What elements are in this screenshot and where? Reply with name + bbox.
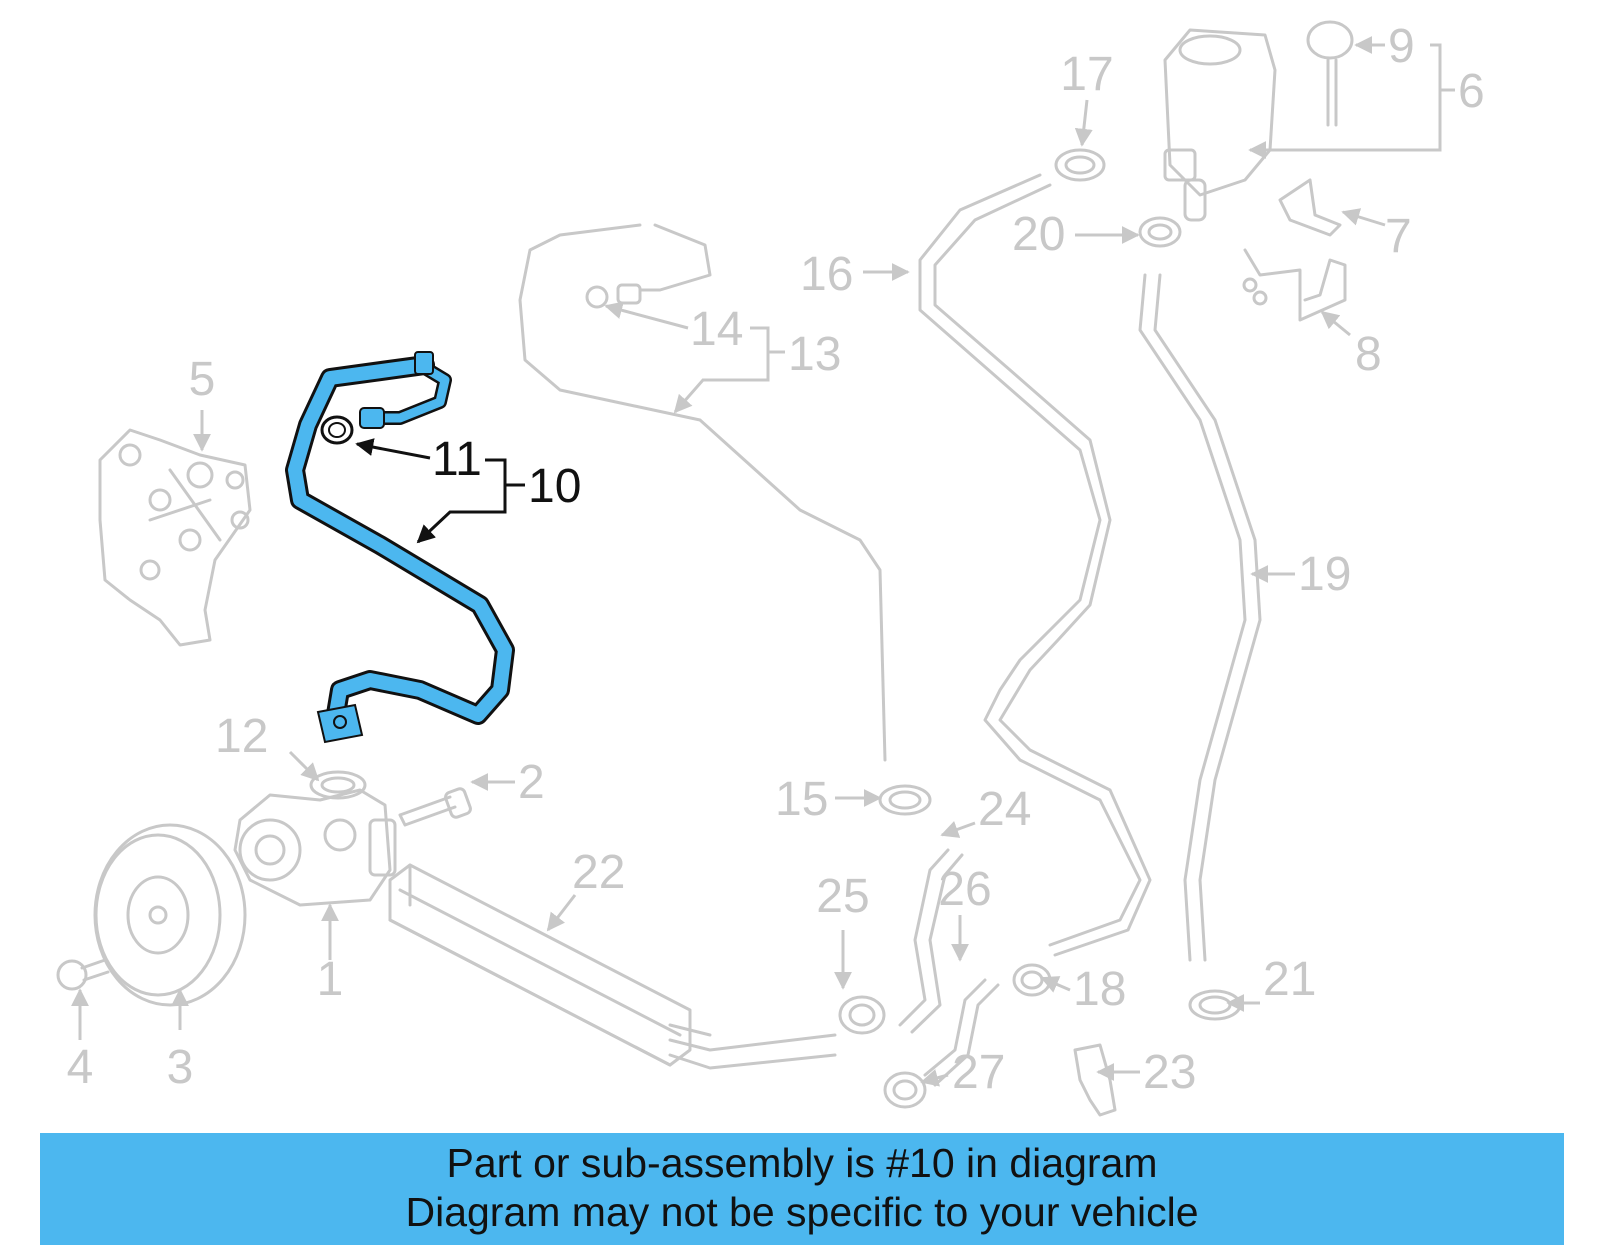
hose-part-26 xyxy=(923,978,1000,1087)
callout-18: 18 xyxy=(1073,963,1126,1016)
notice-banner: Part or sub-assembly is #10 in diagram D… xyxy=(40,1133,1564,1245)
gasket-part-12 xyxy=(309,770,367,800)
line-part-13 xyxy=(518,223,887,762)
callout-1: 1 xyxy=(317,953,344,1006)
clamp-part-20 xyxy=(1138,216,1182,248)
callout-14: 14 xyxy=(690,303,743,356)
callout-12: 12 xyxy=(215,710,268,763)
hose-part-16 xyxy=(918,173,1152,957)
reservoir-part-6 xyxy=(1163,28,1277,222)
callout-19: 19 xyxy=(1298,548,1351,601)
banner-line-part-number: Part or sub-assembly is #10 in diagram xyxy=(446,1140,1158,1186)
hose-assembly-part-10 xyxy=(285,351,515,744)
banner-line-disclaimer: Diagram may not be specific to your vehi… xyxy=(405,1189,1199,1235)
pulley-part-3 xyxy=(93,823,247,1007)
callout-8: 8 xyxy=(1355,328,1382,381)
callout-16: 16 xyxy=(800,248,853,301)
callout-23: 23 xyxy=(1143,1046,1196,1099)
callout-6: 6 xyxy=(1458,65,1485,118)
cooler-part-22 xyxy=(388,863,837,1070)
pump-part-1 xyxy=(233,788,397,907)
clamp-part-27 xyxy=(883,1071,927,1109)
o-ring-part-11 xyxy=(320,415,354,445)
callout-27: 27 xyxy=(952,1046,1005,1099)
bracket-part-5 xyxy=(98,428,252,647)
callout-15: 15 xyxy=(775,773,828,826)
clamp-part-21 xyxy=(1188,989,1242,1021)
callout-4: 4 xyxy=(67,1041,94,1094)
callout-17: 17 xyxy=(1060,48,1113,101)
callout-20: 20 xyxy=(1012,208,1065,261)
bracket-part-7 xyxy=(1278,178,1342,237)
callout-26: 26 xyxy=(938,863,991,916)
bracket-part-23 xyxy=(1073,1043,1117,1117)
callout-11: 11 xyxy=(432,433,482,486)
bolt-part-4 xyxy=(56,958,110,991)
callout-3: 3 xyxy=(167,1041,194,1094)
bolt-part-2 xyxy=(398,787,472,827)
callout-10: 10 xyxy=(528,460,581,513)
leader-lines xyxy=(71,36,1455,1087)
cap-part-9 xyxy=(1306,20,1354,127)
callout-labels: 1 2 3 4 5 6 7 8 9 10 11 12 13 14 15 16 1… xyxy=(67,20,1485,1099)
callout-2: 2 xyxy=(518,756,545,809)
callout-21: 21 xyxy=(1263,953,1316,1006)
clamp-part-25 xyxy=(838,995,886,1035)
callout-7: 7 xyxy=(1385,210,1412,263)
callout-24: 24 xyxy=(978,783,1031,836)
callout-9: 9 xyxy=(1388,20,1415,73)
hose-part-24 xyxy=(898,848,964,1034)
clamp-part-15 xyxy=(878,784,932,816)
bracket-part-8 xyxy=(1242,248,1347,322)
callout-22: 22 xyxy=(572,846,625,899)
callout-13: 13 xyxy=(788,328,841,381)
callout-25: 25 xyxy=(816,870,869,923)
hose-part-19 xyxy=(1138,273,1262,962)
clamp-part-17 xyxy=(1054,148,1106,182)
callout-5: 5 xyxy=(189,353,216,406)
